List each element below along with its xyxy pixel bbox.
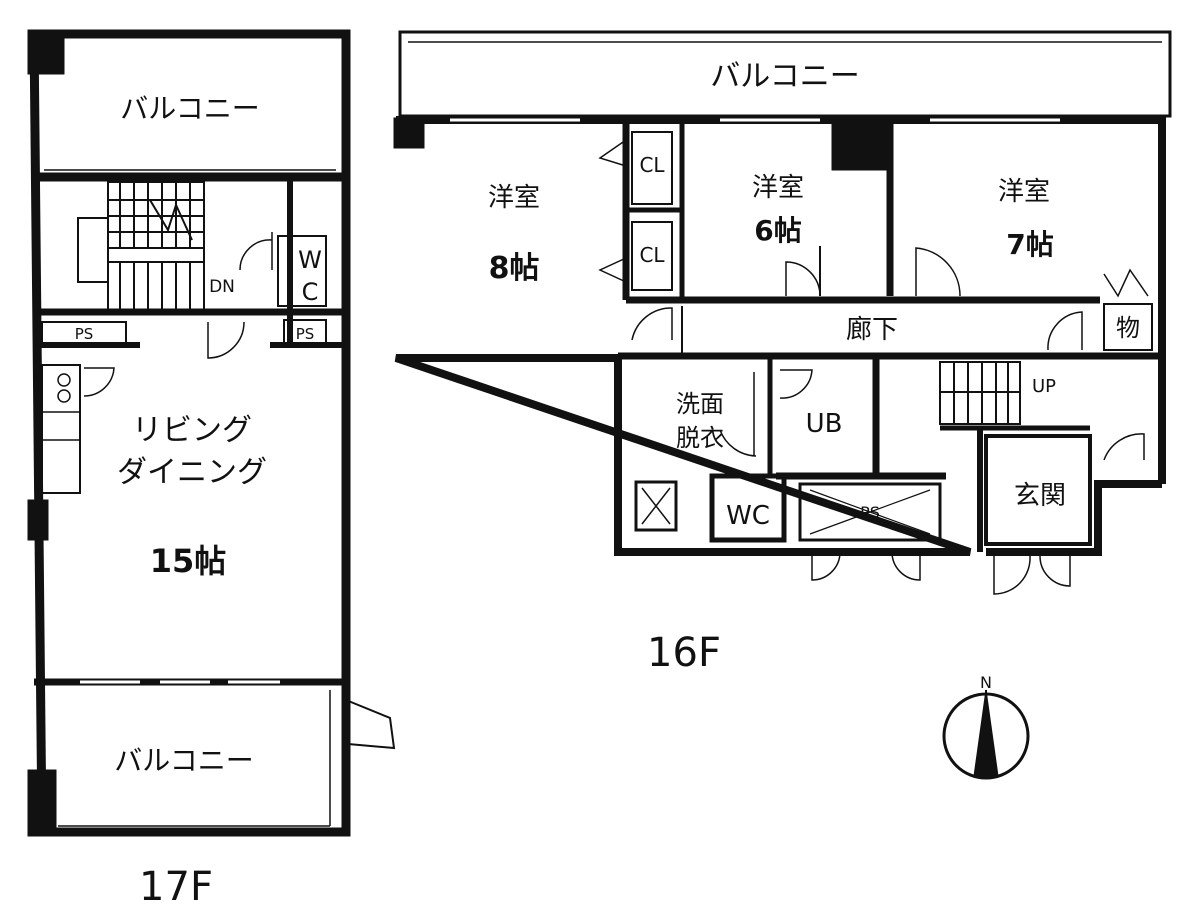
floor-16-balcony-label: バルコニー — [710, 59, 859, 94]
floor-16-storage-door — [1103, 268, 1149, 298]
floor-16-ps-door — [811, 551, 841, 581]
floor-16-entrance-label: 玄関 — [1014, 481, 1066, 511]
floor-16-ps-box — [798, 482, 942, 542]
floor-17-stair-arrow — [149, 199, 193, 241]
floor-16-closet-upper-box — [631, 131, 673, 205]
floor-16-entrance-box — [984, 434, 1092, 546]
floor-17-plan — [27, 29, 396, 837]
floor-16-stair-treads — [940, 362, 1020, 424]
floor-17-stair-landing — [77, 217, 109, 283]
floor-17-living-door — [83, 367, 115, 397]
floor-16-corridor-label: 廊下 — [846, 315, 898, 345]
floor-16-stair-up-label: UP — [1032, 376, 1056, 397]
floor-16-closet-door — [598, 257, 627, 283]
floor-16-washroom-label-1: 洗面 — [676, 390, 724, 418]
floor-17-living-door — [207, 321, 245, 359]
floor-16-ps-label: PS — [860, 503, 880, 522]
floor-16-room7-door — [915, 247, 961, 297]
floor-16-washroom-label-2: 脱衣 — [676, 424, 724, 452]
floor-17-living-label-2: ダイニング — [117, 455, 267, 490]
floor-16-column — [831, 123, 891, 171]
floor-16-unit-bath-label: UB — [806, 409, 843, 439]
floor-16-room6-door — [785, 261, 821, 297]
floor-16-ps-door — [891, 551, 921, 581]
floor-17-ps-right-box — [283, 319, 327, 345]
floor-17-stove — [57, 389, 71, 403]
floor-17-column — [27, 499, 49, 541]
floor-17-stair-dn-label: DN — [209, 277, 235, 297]
floor-16-room8-name: 洋室 — [488, 183, 540, 213]
floor-16-entrance-door — [993, 555, 1031, 595]
floor-17-labels: バルコニー DN W C PS PS リビング ダイニング 15帖 バルコニー … — [75, 92, 322, 910]
floor-16-storage-door — [1047, 311, 1083, 351]
floor-17-stair-treads — [108, 182, 204, 310]
floor-17-kitchen-counter — [41, 364, 81, 494]
floor-17-balcony-top-label: バルコニー — [120, 92, 259, 125]
floor-16-storage-box — [1103, 303, 1153, 351]
floor-16-storage-label: 物 — [1116, 314, 1140, 342]
floor-16-wc-label: WC — [726, 501, 770, 531]
floor-16-room8-door — [631, 307, 673, 341]
floor-17-wc-door — [239, 232, 273, 271]
floor-16-closet-lower-label: CL — [639, 243, 665, 267]
floor-17-living-label-1: リビング — [132, 413, 252, 448]
floor-16-plan — [393, 30, 1172, 595]
floor-17-ps-right-label: PS — [296, 325, 315, 343]
floor-16-room6-name: 洋室 — [752, 173, 804, 203]
floor-17-living-size: 15帖 — [150, 542, 227, 580]
floor-16-room6-size: 6帖 — [754, 214, 801, 247]
floor-16-wc-box — [709, 473, 787, 543]
floor-17-wc-label-c: C — [302, 278, 319, 306]
floor-16-labels: バルコニー 洋室 8帖 CL CL 洋室 6帖 洋室 7帖 廊下 物 洗面 脱衣… — [488, 59, 1140, 676]
floor-17-wc-box — [277, 235, 327, 307]
floor-16-entrance-inner-door — [1103, 433, 1145, 461]
floor-17-outer-wall — [29, 29, 351, 837]
floor-17-ps-left-label: PS — [75, 325, 94, 343]
floor-16-label: 16F — [647, 630, 721, 676]
floor-16-closet-lower-box — [631, 221, 673, 291]
floor-16-closet-upper-label: CL — [639, 153, 665, 177]
compass: N — [942, 673, 1030, 780]
floor-17-column — [27, 29, 65, 75]
floor-17-stove — [57, 373, 71, 387]
floor-16-column — [393, 117, 425, 149]
floor-17-column — [27, 769, 57, 837]
floor-16-closet-door — [598, 139, 627, 167]
floor-16-bath-door — [779, 369, 813, 399]
floor-17-label: 17F — [139, 864, 213, 910]
floor-17-ps-left-box — [41, 321, 127, 345]
floor-16-room7-size: 7帖 — [1006, 228, 1053, 261]
floor-17-balcony-door — [345, 699, 396, 750]
floor-17-balcony-bottom-label: バルコニー — [114, 744, 253, 777]
floor-16-washing-machine — [634, 480, 678, 532]
floor-16-room8-size: 8帖 — [489, 251, 540, 286]
floor-16-wash-door — [719, 372, 757, 457]
floor-17-wc-label-w: W — [298, 246, 322, 274]
compass-north-label: N — [980, 673, 992, 692]
floor-16-entrance-door — [1039, 555, 1071, 587]
floor-16-room7-name: 洋室 — [998, 177, 1050, 207]
